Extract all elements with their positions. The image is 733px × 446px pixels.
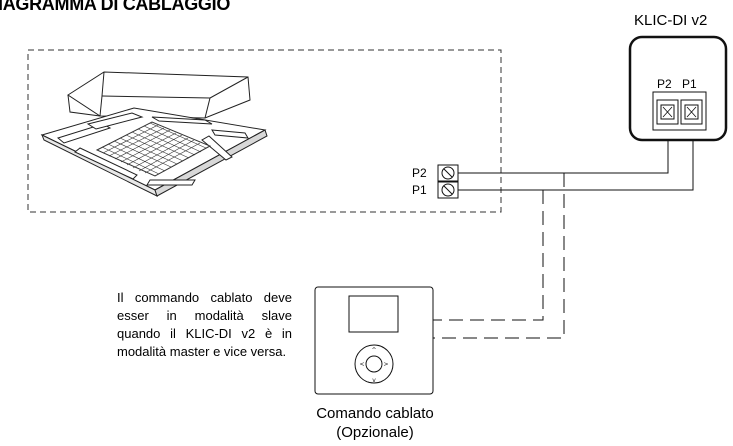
klic-device-label: KLIC-DI v2	[634, 12, 708, 29]
indoor-terminal-p1-label: P1	[412, 183, 427, 197]
klic-terminal-p1-label: P1	[682, 77, 697, 91]
indoor-terminal-block	[437, 164, 459, 199]
controller-caption-optional: (Opzionale)	[336, 424, 414, 441]
cassette-unit-illustration	[40, 71, 268, 197]
svg-text:<: <	[359, 361, 364, 368]
indoor-terminal-p2-label: P2	[412, 166, 427, 180]
klic-device	[628, 35, 728, 142]
indoor-unit-boundary	[27, 49, 502, 213]
svg-text:^: ^	[371, 347, 376, 354]
optional-controller-wires	[433, 173, 565, 339]
controller-caption: Comando cablato	[316, 405, 434, 422]
diagram-title: IAGRAMMA DI CABLAGGIO	[0, 0, 231, 14]
svg-text:>: >	[383, 361, 388, 368]
klic-terminal-p2-label: P2	[657, 77, 672, 91]
cassette-grille	[95, 121, 212, 177]
controller-dpad-arrows: ^ v < >	[359, 347, 388, 384]
wired-controller-device	[314, 286, 434, 395]
svg-text:v: v	[372, 377, 376, 384]
configuration-note: Il commando cablato deve esser in modali…	[117, 290, 292, 359]
